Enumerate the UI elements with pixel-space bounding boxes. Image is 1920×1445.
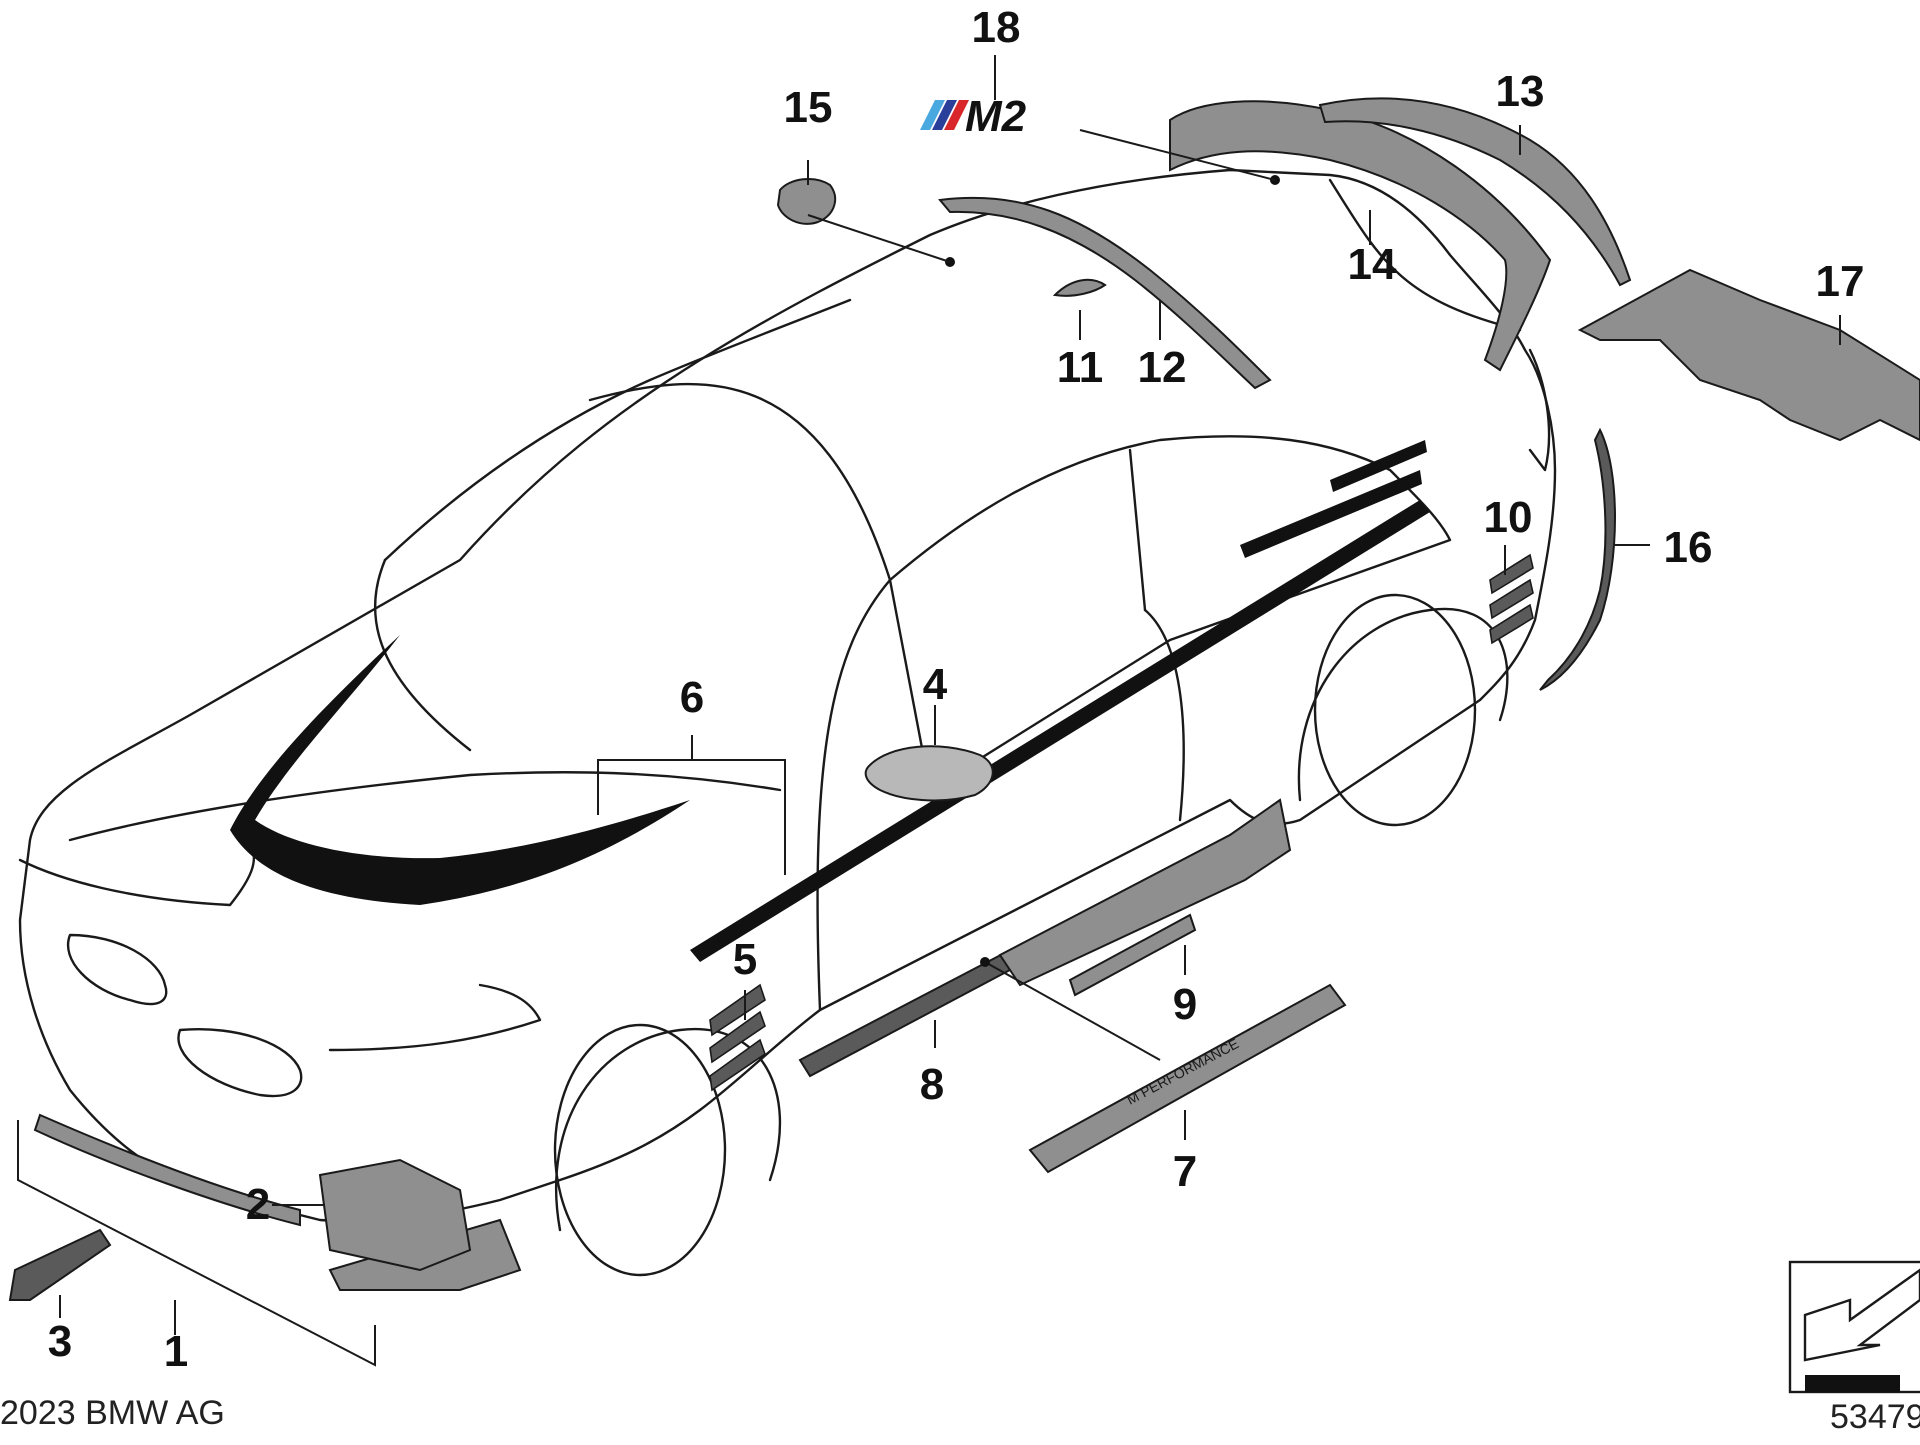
front-wheel — [553, 1023, 727, 1277]
hood-front-edge — [68, 771, 782, 842]
diagram-number: 53479 — [1830, 1398, 1920, 1436]
headlight-left — [18, 843, 256, 907]
callout-16: 16 — [1663, 523, 1713, 572]
sill-fixing-point — [980, 957, 990, 967]
callout-6: 6 — [679, 673, 705, 722]
callout-14: 14 — [1347, 240, 1397, 289]
orientation-icon — [1788, 1260, 1920, 1394]
antenna-cover — [1052, 278, 1107, 297]
callout-10: 10 — [1483, 493, 1533, 542]
rear-wheel — [1313, 593, 1477, 827]
svg-text:M2: M2 — [965, 92, 1027, 141]
front-door-line — [816, 578, 892, 1012]
door-sill — [1028, 983, 1347, 1174]
callout-8: 8 — [919, 1060, 945, 1109]
sensor-holder — [8, 1228, 112, 1301]
side-skirt-fin — [1068, 913, 1197, 997]
hood-decal — [230, 635, 690, 905]
hood-crease — [373, 558, 472, 752]
fuel-cap — [776, 178, 837, 225]
door-line — [1143, 608, 1185, 822]
kidney-grille-right — [177, 1028, 303, 1098]
kidney-grille-left — [67, 933, 168, 1006]
front-wheel-arch — [555, 1027, 782, 1232]
roof-spoiler-strip — [938, 196, 1272, 390]
callout-18: 18 — [971, 3, 1021, 52]
roof-line — [588, 382, 892, 582]
rear-stripe-decal — [1240, 440, 1427, 558]
callout-5: 5 — [732, 935, 758, 984]
copyright-text: 2023 BMW AG — [0, 1394, 225, 1432]
callout-17: 17 — [1815, 257, 1865, 306]
side-stripe-decal — [690, 500, 1430, 962]
leader-lines — [17, 55, 1841, 1367]
callout-15: 15 — [783, 83, 833, 132]
callout-1: 1 — [163, 1327, 189, 1376]
callout-12: 12 — [1137, 343, 1187, 392]
trunk-lid — [1328, 178, 1522, 332]
side-skirt-trim — [998, 798, 1292, 987]
side-window-outline — [888, 435, 1452, 792]
headlight-right — [328, 983, 542, 1052]
rear-light — [1528, 348, 1551, 472]
car-body-outline — [18, 168, 1557, 1223]
callout-3: 3 — [47, 1317, 73, 1366]
callout-2: 2 — [245, 1180, 271, 1229]
windshield-line — [383, 298, 852, 562]
front-fender-trim — [709, 983, 766, 1092]
rear-lip-spoiler — [1318, 97, 1632, 287]
callout-7: 7 — [1172, 1147, 1198, 1196]
rear-diffuser — [1577, 268, 1920, 442]
rear-fender-trim — [1489, 553, 1534, 645]
m2-emblem: M2 — [920, 92, 1027, 141]
brake-air-duct — [318, 1158, 472, 1272]
mirror-cap — [864, 745, 994, 802]
b-pillar — [1128, 448, 1147, 612]
callout-4: 4 — [922, 660, 948, 709]
callout-11: 11 — [1056, 343, 1104, 392]
rear-bumper-trim — [1539, 427, 1616, 691]
rear-wheel-arch — [1297, 607, 1509, 802]
front-splitter — [33, 1113, 301, 1227]
callout-13: 13 — [1495, 67, 1545, 116]
callout-9: 9 — [1172, 980, 1198, 1029]
